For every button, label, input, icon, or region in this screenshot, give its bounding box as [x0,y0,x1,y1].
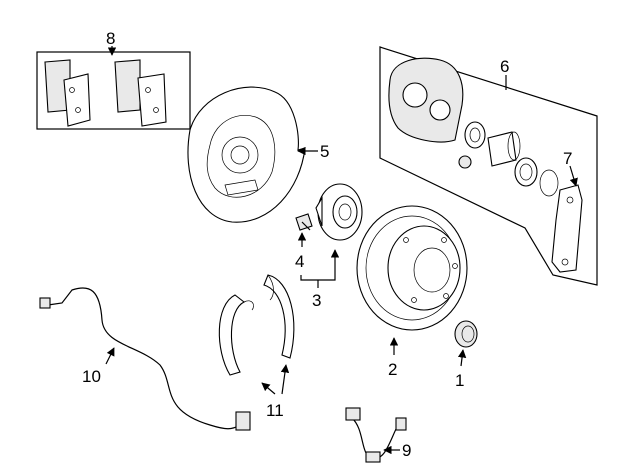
callout-4: 4 [295,252,304,271]
callout-3: 3 [312,291,321,310]
wheel-hub [315,183,363,241]
callout-11: 11 [266,401,284,420]
brake-rotor [356,205,468,331]
brake-pads [36,51,191,130]
callout-10: 10 [82,367,101,386]
abs-sensor-wire [39,287,251,431]
callout-9: 9 [402,441,411,460]
brake-hose [345,407,407,463]
dust-cap [454,320,478,348]
caliper-bracket [551,184,583,273]
caliper-kit [379,46,598,286]
callout-6: 6 [500,57,509,76]
callout-7: 7 [563,149,572,168]
wheel-stud [295,213,313,231]
callout-5: 5 [320,142,329,161]
backing-plate [187,86,306,223]
callout-1: 1 [455,371,464,390]
callout-2: 2 [388,360,397,379]
brake-shoes [218,274,295,376]
callout-8: 8 [106,29,115,48]
